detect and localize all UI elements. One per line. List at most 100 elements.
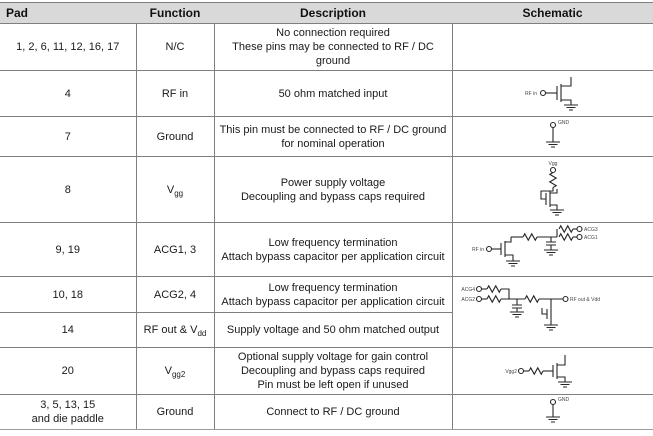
function-cell: RF in xyxy=(135,70,215,117)
description-line: Attach bypass capacitor per application … xyxy=(221,295,445,308)
resistor-icon xyxy=(528,366,544,375)
pad-line: 3, 5, 13, 15 xyxy=(40,399,96,411)
terminal-icon xyxy=(475,285,482,292)
table-row-ground-paddle: 3, 5, 13, 15 and die paddle Ground Conne… xyxy=(0,394,653,430)
pad-cell: 7 xyxy=(0,116,137,157)
schematic-cell: Vgg2 xyxy=(451,347,653,395)
ground-icon xyxy=(505,259,520,267)
pad-cell: 14 xyxy=(0,312,137,348)
terminal-icon xyxy=(576,233,583,240)
resistor-icon xyxy=(548,171,558,188)
fet-icon xyxy=(500,236,514,261)
terminal-icon xyxy=(576,225,583,232)
schematic-label: GND xyxy=(558,397,570,403)
function-cell: ACG2, 4 xyxy=(135,276,215,313)
schematic-cell: RF in xyxy=(451,222,653,277)
function-label: V xyxy=(166,183,175,196)
description-line: Low frequency termination xyxy=(268,236,398,249)
function-label: ACG1, 3 xyxy=(153,243,197,256)
ground-icon xyxy=(543,323,558,331)
description-cell: Connect to RF / DC ground xyxy=(213,394,453,430)
terminal-icon xyxy=(549,398,556,405)
resistor-icon xyxy=(558,224,574,233)
function-subscript: dd xyxy=(197,329,207,339)
header-cell-description: Description xyxy=(214,2,452,24)
pad-cell: 4 xyxy=(0,70,137,117)
fet-icon xyxy=(552,354,566,382)
function-cell: Ground xyxy=(135,116,215,157)
description-line: Low frequency termination xyxy=(268,281,398,294)
schematic-cell: RF in xyxy=(451,70,653,117)
function-label: Ground xyxy=(156,130,194,143)
schematic-label: RF out & Vdd xyxy=(570,297,600,303)
schematic-label: Vgg2 xyxy=(505,369,517,375)
description-line: Decoupling and bypass caps required xyxy=(240,190,426,203)
schematic-label: ACG3 xyxy=(584,227,598,233)
pad-cell: 20 xyxy=(0,347,137,395)
pad-cell: 9, 19 xyxy=(0,222,137,277)
description-line: ground xyxy=(315,55,351,67)
schematic-label: ACG4 xyxy=(461,287,475,293)
description-line: No connection required xyxy=(276,27,390,39)
schematic-label: Vgg xyxy=(548,161,557,167)
terminal-icon xyxy=(549,121,556,128)
description-line: Optional supply voltage for gain control xyxy=(237,351,429,363)
description-cell: Supply voltage and 50 ohm matched output xyxy=(213,312,453,348)
schematic-cell: Vgg xyxy=(451,156,653,223)
vgg2-schematic-icon: Vgg2 xyxy=(505,354,572,388)
function-cell: Ground xyxy=(135,394,215,430)
description-cell: No connection required These pins may be… xyxy=(213,23,453,71)
header-cell-function: Function xyxy=(136,2,214,24)
function-label: N/C xyxy=(165,41,185,53)
gnd-schematic-icon: GND xyxy=(545,120,570,148)
vgg-schematic-icon: Vgg xyxy=(540,161,564,216)
description-line: Power supply voltage xyxy=(280,176,386,189)
terminal-icon xyxy=(517,367,524,374)
pad-cell: 8 xyxy=(0,156,137,223)
terminal-icon xyxy=(562,295,569,302)
function-label: ACG2, 4 xyxy=(153,288,197,301)
description-cell: 50 ohm matched input xyxy=(213,70,453,117)
terminal-icon xyxy=(485,245,492,252)
schematic-label: RF in xyxy=(525,91,537,97)
pad-line: and die paddle xyxy=(31,413,104,425)
gnd-schematic-icon: GND xyxy=(545,397,570,423)
pad-cell: 10, 18 xyxy=(0,276,137,313)
terminal-icon xyxy=(539,89,546,96)
table-row-ground-7: 7 Ground This pin must be connected to R… xyxy=(0,116,653,157)
description-line: Attach bypass capacitor per application … xyxy=(221,250,445,263)
description-line: This pin must be connected to RF / DC gr… xyxy=(219,123,447,136)
function-label: RF out & V xyxy=(143,324,198,336)
header-cell-schematic: Schematic xyxy=(452,2,653,24)
table-row-rf-in: 4 RF in 50 ohm matched input RF in xyxy=(0,70,653,117)
function-label: Ground xyxy=(156,406,194,418)
description-cell: Optional supply voltage for gain control… xyxy=(213,347,453,395)
terminal-icon xyxy=(475,295,482,302)
pad-cell: 3, 5, 13, 15 and die paddle xyxy=(0,394,137,430)
ground-icon xyxy=(545,415,560,423)
table-row-acg13: 9, 19 ACG1, 3 Low frequency termination … xyxy=(0,222,653,277)
acg13-schematic-icon: RF in xyxy=(472,224,598,267)
ground-icon xyxy=(563,103,578,111)
description-line: for nominal operation xyxy=(281,137,385,150)
function-label: RF in xyxy=(161,87,189,100)
description-line: These pins may be connected to RF / DC xyxy=(232,41,434,53)
description-line: Decoupling and bypass caps required xyxy=(240,365,426,377)
function-cell: RF out & Vdd xyxy=(135,312,215,348)
rf-in-schematic-icon: RF in xyxy=(525,76,578,111)
resistor-icon xyxy=(524,294,540,303)
schematic-label: GND xyxy=(558,120,570,126)
function-label: V xyxy=(164,365,172,377)
function-cell: Vgg2 xyxy=(135,347,215,395)
fet-icon xyxy=(541,298,552,325)
fet-icon xyxy=(556,76,572,105)
description-line: Supply voltage and 50 ohm matched output xyxy=(226,324,440,336)
description-line: 50 ohm matched input xyxy=(278,87,388,100)
schematic-cell: ACG4 ACG2 xyxy=(451,276,653,348)
ground-icon xyxy=(543,248,558,256)
schematic-label: RF in xyxy=(472,247,484,253)
description-cell: Low frequency termination Attach bypass … xyxy=(213,222,453,277)
table-row-rf-out: 14 RF out & Vdd Supply voltage and 50 oh… xyxy=(0,312,653,348)
function-cell: Vgg xyxy=(135,156,215,223)
